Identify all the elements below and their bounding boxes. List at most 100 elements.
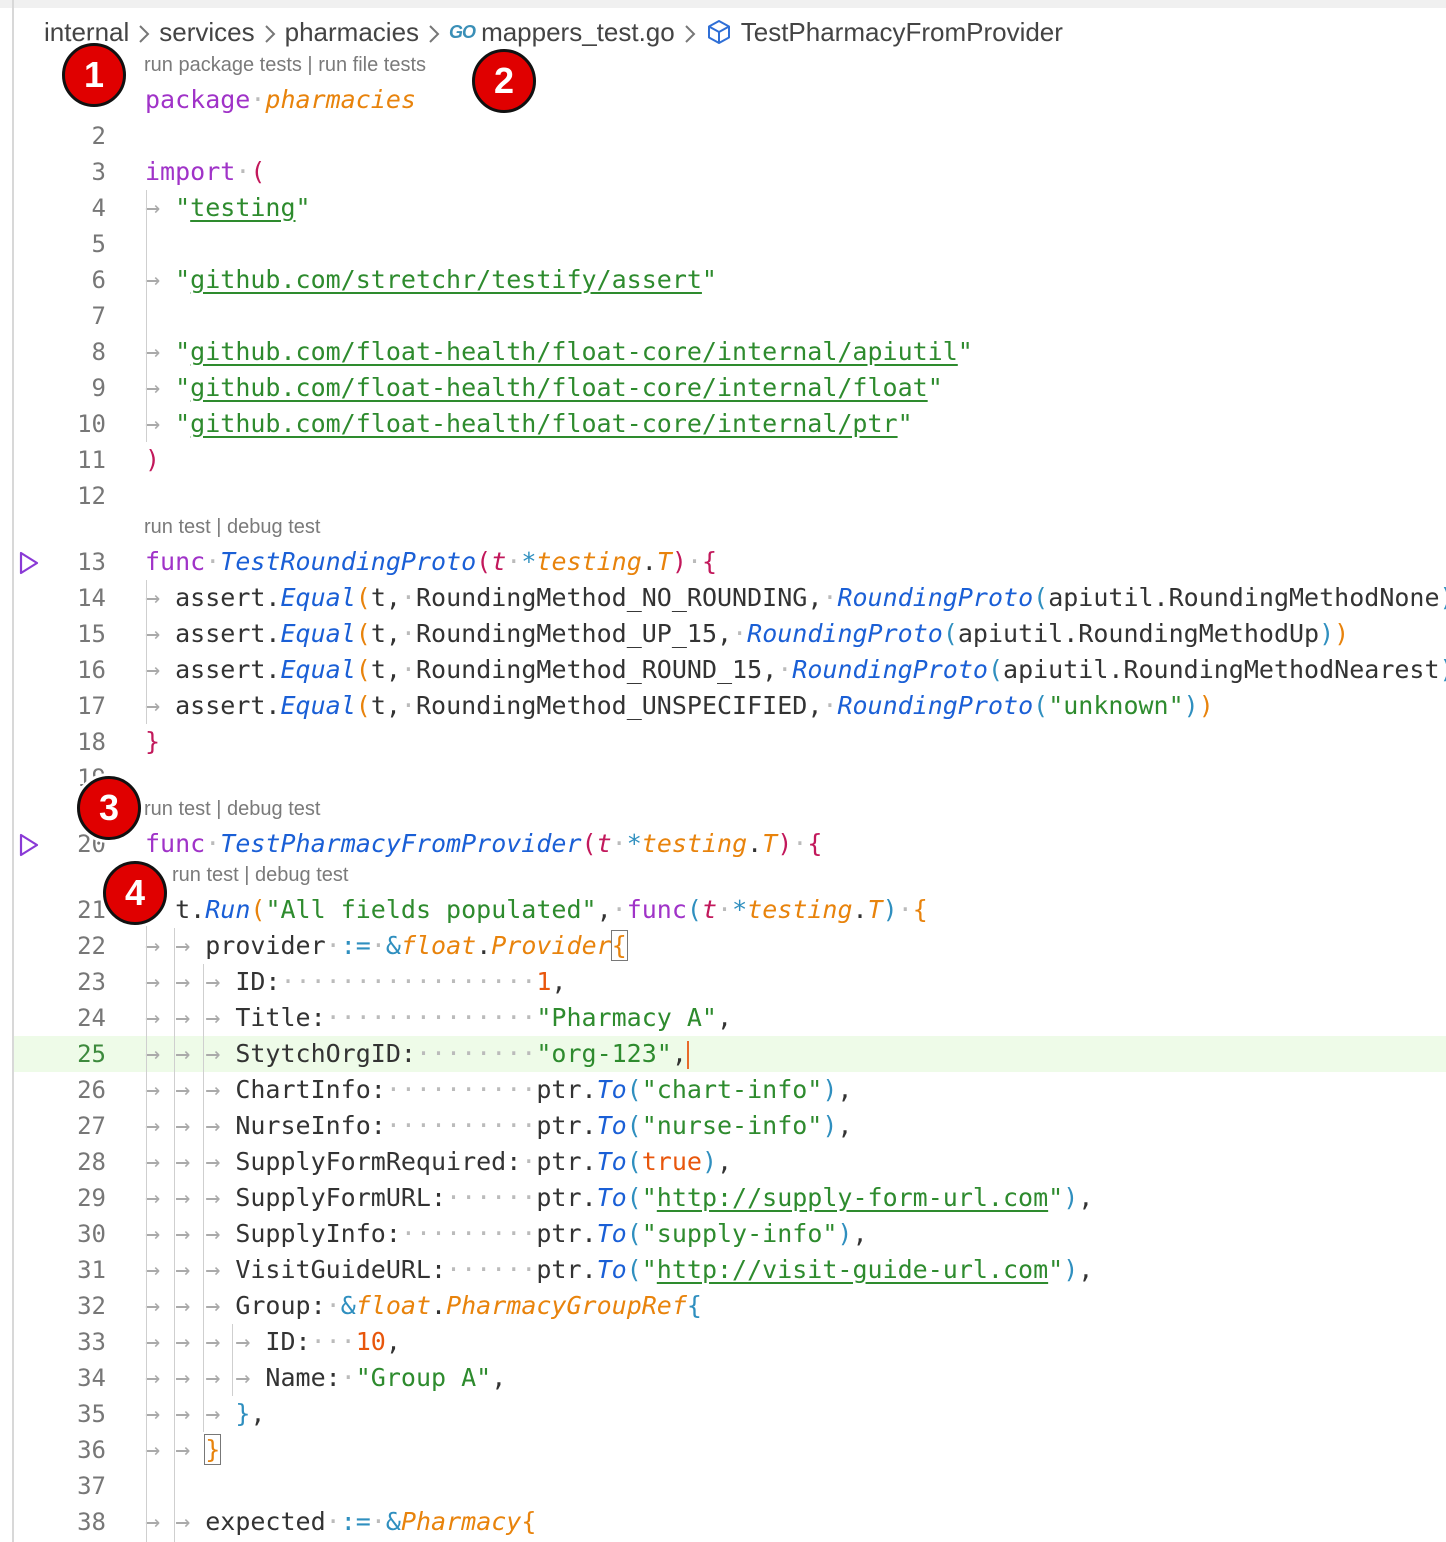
indent-guide bbox=[146, 190, 147, 442]
code-line-17[interactable]: 17 → assert.Equal(t,·RoundingMethod_UNSP… bbox=[14, 688, 1446, 724]
breadcrumb-item-services[interactable]: services bbox=[159, 16, 255, 47]
code-line-21[interactable]: 21 → t.Run("All fields populated",·func(… bbox=[14, 892, 1446, 928]
code-line-16[interactable]: 16 → assert.Equal(t,·RoundingMethod_ROUN… bbox=[14, 652, 1446, 688]
run-package-tests-link[interactable]: run package tests bbox=[144, 54, 302, 76]
codelens-separator: | bbox=[238, 864, 256, 886]
code-text: → assert.Equal(t,·RoundingMethod_UP_15,·… bbox=[145, 619, 1350, 648]
code-line-28[interactable]: 28 → → → SupplyFormRequired:·ptr.To(true… bbox=[14, 1144, 1446, 1180]
code-line-18[interactable]: 18 } bbox=[14, 724, 1446, 760]
code-text: → "testing" bbox=[145, 193, 311, 222]
line-number: 9 bbox=[91, 374, 106, 402]
code-line-22[interactable]: 22 → → provider·:=·&float.Provider{ bbox=[14, 928, 1446, 964]
code-text: → → provider·:=·&float.Provider{ bbox=[145, 930, 628, 961]
code-text: import·( bbox=[145, 157, 266, 186]
run-test-play-icon[interactable] bbox=[18, 551, 40, 575]
code-line-31[interactable]: 31 → → → VisitGuideURL:······ptr.To("htt… bbox=[14, 1252, 1446, 1288]
breadcrumb-item-file[interactable]: mappers_test.go bbox=[481, 16, 675, 47]
code-line-26[interactable]: 26 → → → ChartInfo:··········ptr.To("cha… bbox=[14, 1072, 1446, 1108]
code-line-4[interactable]: 4 → "testing" bbox=[14, 190, 1446, 226]
code-line-19[interactable]: 19 bbox=[14, 760, 1446, 796]
code-line-27[interactable]: 27 → → → NurseInfo:··········ptr.To("nur… bbox=[14, 1108, 1446, 1144]
code-text: ) bbox=[145, 445, 161, 474]
codelens-separator: | bbox=[210, 798, 228, 820]
code-text: → → → StytchOrgID:········"org-123", bbox=[145, 1039, 689, 1069]
code-text: → assert.Equal(t,·RoundingMethod_ROUND_1… bbox=[145, 655, 1446, 684]
run-test-play-icon[interactable] bbox=[18, 833, 40, 857]
code-line-25-active[interactable]: 25 → → → StytchOrgID:········"org-123", bbox=[14, 1036, 1446, 1072]
code-text: → → → SupplyFormURL:······ptr.To("http:/… bbox=[145, 1183, 1094, 1212]
code-text: → "github.com/float-health/float-core/in… bbox=[145, 373, 943, 402]
run-test-link[interactable]: run test bbox=[144, 516, 211, 538]
code-line-11[interactable]: 11 ) bbox=[14, 442, 1446, 478]
indent-guide bbox=[174, 928, 175, 1542]
debug-test-link[interactable]: debug test bbox=[255, 864, 349, 886]
run-test-link[interactable]: run test bbox=[144, 798, 211, 820]
code-line-1[interactable]: package·pharmacies bbox=[14, 82, 1446, 118]
code-line-24[interactable]: 24 → → → Title:··············"Pharmacy A… bbox=[14, 1000, 1446, 1036]
breadcrumb-item-symbol[interactable]: TestPharmacyFromProvider bbox=[740, 16, 1063, 47]
line-number: 16 bbox=[77, 656, 106, 684]
code-text: → "github.com/stretchr/testify/assert" bbox=[145, 265, 717, 294]
code-line-30[interactable]: 30 → → → SupplyInfo:·········ptr.To("sup… bbox=[14, 1216, 1446, 1252]
debug-test-link[interactable]: debug test bbox=[227, 516, 321, 538]
editor-left-border bbox=[12, 0, 14, 1542]
line-number: 26 bbox=[77, 1076, 106, 1104]
line-number: 13 bbox=[77, 548, 106, 576]
code-text: → → → Title:··············"Pharmacy A", bbox=[145, 1003, 733, 1032]
code-line-14[interactable]: 14 → assert.Equal(t,·RoundingMethod_NO_R… bbox=[14, 580, 1446, 616]
code-text: → t.Run("All fields populated",·func(t·*… bbox=[145, 895, 928, 924]
code-line-33[interactable]: 33 → → → → ID:···10, bbox=[14, 1324, 1446, 1360]
line-number: 5 bbox=[91, 230, 106, 258]
code-line-15[interactable]: 15 → assert.Equal(t,·RoundingMethod_UP_1… bbox=[14, 616, 1446, 652]
code-line-29[interactable]: 29 → → → SupplyFormURL:······ptr.To("htt… bbox=[14, 1180, 1446, 1216]
chevron-right-icon bbox=[129, 17, 159, 48]
line-number: 14 bbox=[77, 584, 106, 612]
line-number: 25 bbox=[77, 1040, 106, 1068]
code-text: func·TestPharmacyFromProvider(t·*testing… bbox=[145, 829, 823, 858]
line-number: 8 bbox=[91, 338, 106, 366]
code-text: → "github.com/float-health/float-core/in… bbox=[145, 409, 913, 438]
line-number: 21 bbox=[77, 896, 106, 924]
breadcrumb-item-internal[interactable]: internal bbox=[44, 16, 130, 47]
code-line-32[interactable]: 32 → → → Group:·&float.PharmacyGroupRef{ bbox=[14, 1288, 1446, 1324]
line-number: 27 bbox=[77, 1112, 106, 1140]
code-line-6[interactable]: 6 → "github.com/stretchr/testify/assert" bbox=[14, 262, 1446, 298]
code-line-8[interactable]: 8 → "github.com/float-health/float-core/… bbox=[14, 334, 1446, 370]
code-line-23[interactable]: 23 → → → ID:·················1, bbox=[14, 964, 1446, 1000]
code-line-3[interactable]: 3 import·( bbox=[14, 154, 1446, 190]
line-number: 17 bbox=[77, 692, 106, 720]
code-text: package·pharmacies bbox=[145, 85, 416, 114]
code-line-2[interactable]: 2 bbox=[14, 118, 1446, 154]
code-text: → → → → ID:···10, bbox=[145, 1327, 401, 1356]
line-number: 15 bbox=[77, 620, 106, 648]
code-line-12[interactable]: 12 bbox=[14, 478, 1446, 514]
line-number: 35 bbox=[77, 1400, 106, 1428]
indent-guide bbox=[146, 892, 147, 1542]
code-text: → → → ID:·················1, bbox=[145, 967, 567, 996]
code-line-35[interactable]: 35 → → → }, bbox=[14, 1396, 1446, 1432]
code-line-34[interactable]: 34 → → → → Name:·"Group A", bbox=[14, 1360, 1446, 1396]
line-number: 32 bbox=[77, 1292, 106, 1320]
line-number: 22 bbox=[77, 932, 106, 960]
code-line-36[interactable]: 36 → → } bbox=[14, 1432, 1446, 1468]
code-line-10[interactable]: 10 → "github.com/float-health/float-core… bbox=[14, 406, 1446, 442]
text-cursor bbox=[686, 1041, 689, 1069]
run-test-link[interactable]: run test bbox=[172, 864, 239, 886]
line-number: 34 bbox=[77, 1364, 106, 1392]
line-number: 33 bbox=[77, 1328, 106, 1356]
debug-test-link[interactable]: debug test bbox=[227, 798, 321, 820]
code-line-20[interactable]: 20 func·TestPharmacyFromProvider(t·*test… bbox=[14, 826, 1446, 862]
code-line-37[interactable]: 37 bbox=[14, 1468, 1446, 1504]
code-line-5[interactable]: 5 bbox=[14, 226, 1446, 262]
go-file-icon: GO bbox=[449, 21, 476, 42]
run-file-tests-link[interactable]: run file tests bbox=[318, 54, 427, 76]
code-line-7[interactable]: 7 bbox=[14, 298, 1446, 334]
line-number: 10 bbox=[77, 410, 106, 438]
annotation-badge-4: 4 bbox=[103, 861, 167, 925]
code-line-13[interactable]: 13 func·TestRoundingProto(t·*testing.T)·… bbox=[14, 544, 1446, 580]
breadcrumb-item-pharmacies[interactable]: pharmacies bbox=[284, 16, 420, 47]
chevron-right-icon bbox=[419, 17, 449, 48]
code-line-38[interactable]: 38 → → expected·:=·&Pharmacy{ bbox=[14, 1504, 1446, 1540]
line-number: 6 bbox=[91, 266, 106, 294]
code-line-9[interactable]: 9 → "github.com/float-health/float-core/… bbox=[14, 370, 1446, 406]
